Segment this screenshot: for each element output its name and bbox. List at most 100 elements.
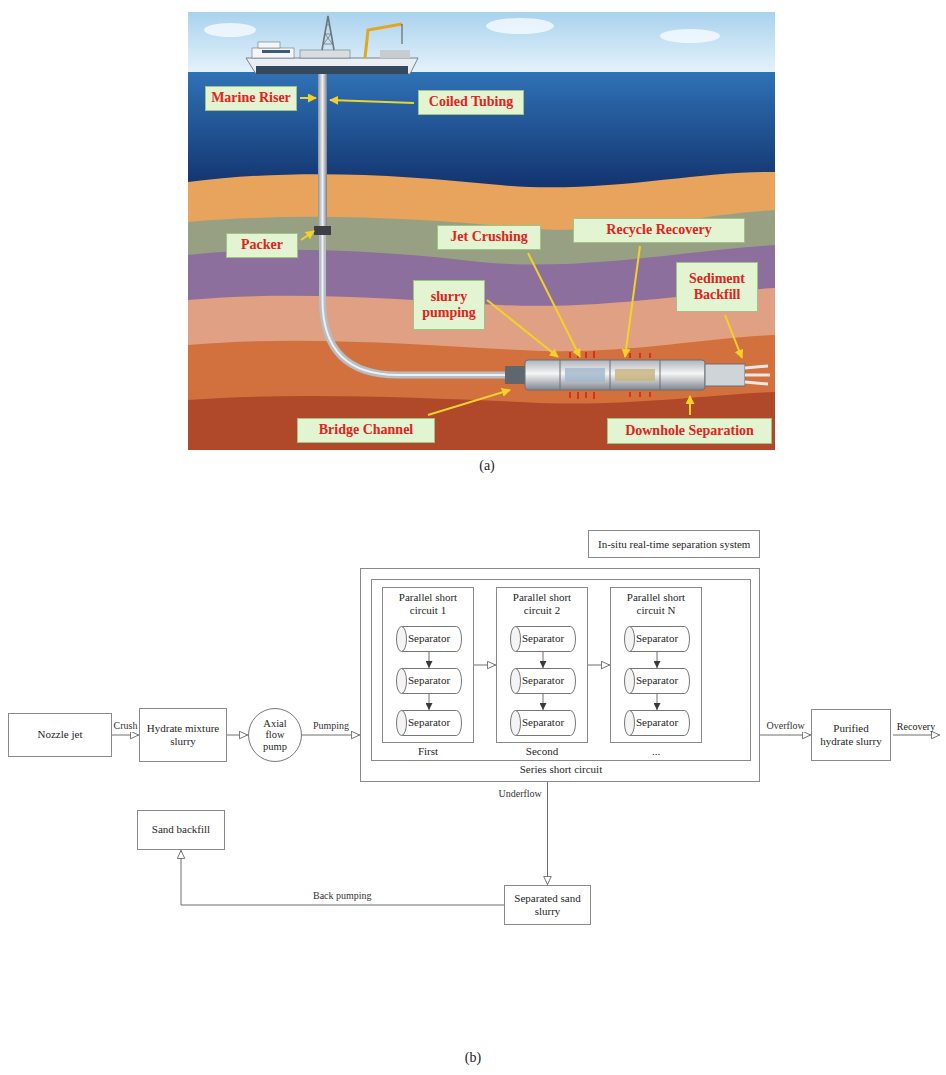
riser-and-tubing-part	[318, 74, 327, 226]
drill-ship-part	[402, 24, 403, 44]
pump-circle: Axial flow pump	[248, 708, 302, 762]
node-text: Marine Riser	[211, 90, 291, 106]
drill-ship-part	[324, 25, 333, 44]
downhole-tool-part	[565, 368, 605, 382]
cloud	[660, 29, 720, 43]
edge-label: Back pumping	[312, 890, 373, 902]
node-text: Downhole Separation	[625, 423, 754, 439]
node-text: Coiled Tubing	[429, 94, 513, 110]
riser-and-tubing-part	[323, 235, 509, 375]
callout-tag: Jet Crushing	[437, 225, 541, 250]
callout-tag: Marine Riser	[205, 86, 297, 111]
downhole-tool-part	[615, 369, 655, 381]
separator-cylinder: Separator	[510, 626, 576, 652]
cylinder-body	[402, 669, 462, 694]
separator-cylinder: Separator	[624, 668, 690, 694]
process-box: Sand backfill	[137, 810, 225, 850]
cylinder-end	[397, 669, 407, 694]
group-heading: Parallel short circuit 2	[497, 588, 587, 620]
group-frame: Parallel short circuit N...SeparatorSepa…	[610, 587, 702, 743]
leader-arrows-part	[487, 300, 558, 357]
cylinder-end	[625, 627, 635, 652]
node-text: Sediment Backfill	[681, 271, 753, 303]
riser-and-tubing-part	[323, 235, 509, 375]
flow-label: Recovery	[892, 721, 940, 733]
sky	[188, 12, 775, 74]
node-text: Separator	[522, 674, 564, 687]
flow-arrow	[657, 652, 658, 668]
node-text: Axial flow pump	[257, 718, 293, 751]
edge-label: Underflow	[498, 788, 543, 800]
cylinder-end	[397, 711, 407, 736]
sediment-layer	[188, 335, 775, 450]
callout-tag: Coiled Tubing	[418, 90, 524, 115]
group-heading: Parallel short circuit N	[611, 588, 701, 620]
process-box: Separated sand slurry	[504, 885, 591, 925]
cylinder-end	[511, 627, 521, 652]
cylinder-body	[516, 627, 576, 652]
drill-ship-part	[256, 66, 408, 74]
leader-arrows	[300, 98, 742, 415]
leader-arrows-part	[428, 390, 510, 415]
downhole-tool-part	[525, 360, 705, 390]
node-text: Hydrate mixture slurry	[145, 722, 221, 748]
callout-tag: Recycle Recovery	[573, 218, 745, 243]
drill-ship	[246, 16, 418, 74]
cylinder-end	[625, 669, 635, 694]
cylinder-end	[397, 627, 407, 652]
cylinder-end	[511, 669, 521, 694]
callout-tag: Bridge Channel	[297, 418, 435, 443]
edge-label: Crush	[113, 720, 139, 732]
edge-label: Pumping	[312, 720, 350, 732]
flow-arrow	[302, 735, 360, 736]
node-text: Separator	[408, 716, 450, 729]
process-box: Hydrate mixture slurry	[139, 708, 227, 762]
separator-cylinder: Separator	[396, 626, 462, 652]
node-text: Bridge Channel	[319, 422, 414, 438]
node-text: Purified hydrate slurry	[817, 722, 885, 748]
callout-tag: Downhole Separation	[607, 418, 772, 444]
group-frame: Parallel short circuit 2SecondSeparatorS…	[496, 587, 588, 743]
process-box: Purified hydrate slurry	[811, 709, 891, 761]
separator-cylinder: Separator	[396, 710, 462, 736]
cylinder-body	[516, 711, 576, 736]
panel-label: (b)	[453, 1050, 493, 1067]
panel-label: (a)	[467, 458, 507, 475]
separator-cylinder: Separator	[624, 710, 690, 736]
flow-arrow	[227, 735, 248, 736]
leader-arrows-part	[725, 315, 742, 358]
downhole-tool-part	[745, 366, 770, 384]
flow-arrow	[543, 652, 544, 668]
node-text: Separator	[408, 632, 450, 645]
cylinder-body	[402, 627, 462, 652]
cloud	[486, 18, 554, 34]
group-heading: Second	[497, 745, 587, 758]
downhole-tool-part	[570, 351, 650, 399]
group-frame: Parallel short circuit 1FirstSeparatorSe…	[382, 587, 474, 743]
group-heading: First	[383, 745, 473, 758]
callout-tag: slurry pumping	[413, 280, 485, 330]
downhole-tool-part	[705, 364, 745, 386]
pump-outline	[249, 709, 302, 762]
edge-label: Overflow	[766, 720, 806, 732]
callout-tag: Sediment Backfill	[676, 262, 758, 312]
group-heading: In-situ real-time separation system	[588, 530, 760, 558]
node-text: Separator	[522, 716, 564, 729]
cylinder-body	[516, 669, 576, 694]
cloud	[204, 23, 256, 37]
flow-arrow	[543, 694, 544, 710]
separator-cylinder: Separator	[510, 710, 576, 736]
group-heading: Series short circuit	[372, 763, 750, 776]
node-text: Jet Crushing	[450, 229, 527, 245]
downhole-tool	[505, 351, 770, 399]
sediment-layer	[188, 245, 775, 450]
seabed-section	[188, 12, 775, 450]
drill-ship-part	[258, 42, 280, 48]
flow-arrow	[588, 665, 610, 666]
node-text: Separator	[408, 674, 450, 687]
recovery-arrow	[893, 735, 940, 736]
drill-ship-part	[262, 50, 290, 53]
